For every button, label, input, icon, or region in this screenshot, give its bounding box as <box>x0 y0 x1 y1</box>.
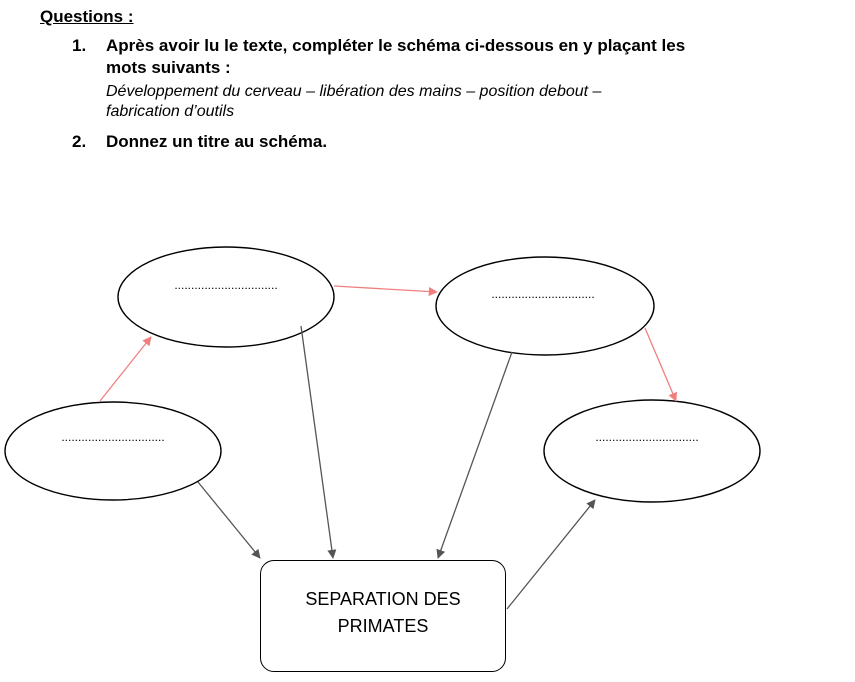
ellipse-top-left <box>117 246 335 348</box>
word-list: Développement du cerveau – libération de… <box>106 82 826 122</box>
word-list-line2: fabrication d’outils <box>106 103 235 120</box>
blank-top-right[interactable]: ............................... <box>491 287 594 301</box>
arrow-left-to-box <box>197 481 261 559</box>
ellipse-right <box>543 399 761 503</box>
arrow-box-to-right <box>506 499 596 610</box>
question-2-text: Donnez un titre au schéma. <box>106 132 328 151</box>
word-list-line1: Développement du cerveau – libération de… <box>106 83 602 100</box>
arrow-topright-to-right <box>644 327 677 402</box>
questions-heading: Questions : <box>40 7 134 26</box>
ellipse-left <box>4 401 222 501</box>
question-2-number: 2. <box>72 132 87 151</box>
arrow-left-to-topleft <box>99 336 152 402</box>
blank-right[interactable]: ............................... <box>595 430 698 444</box>
question-1-text-line2: mots suivants : <box>106 58 231 77</box>
question-1-text-line1: Après avoir lu le texte, compléter le sc… <box>106 36 686 55</box>
center-box-line1: SEPARATION DES <box>305 589 461 609</box>
center-box-separation-des-primates: SEPARATION DES PRIMATES <box>260 560 506 672</box>
arrow-topleft-to-topright <box>333 285 438 297</box>
arrow-topright-to-box <box>436 351 513 559</box>
blank-top-left[interactable]: ............................... <box>174 278 277 292</box>
ellipse-top-right <box>435 256 655 356</box>
question-1-number: 1. <box>72 36 87 55</box>
blank-left[interactable]: ............................... <box>61 430 164 444</box>
center-box-line2: PRIMATES <box>337 616 429 636</box>
arrow-topleft-to-box <box>300 325 337 559</box>
